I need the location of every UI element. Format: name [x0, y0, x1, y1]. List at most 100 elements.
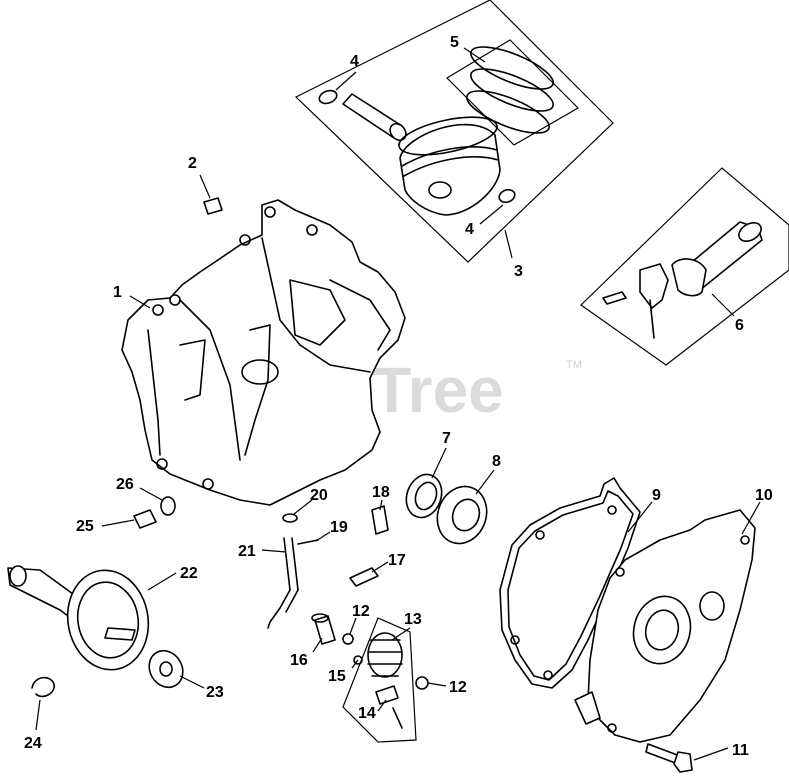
bushing-top: [311, 613, 329, 623]
gasket-hole-d: [543, 670, 553, 680]
callout-19: 19: [330, 519, 348, 536]
rod-cap-bolt: [602, 291, 627, 305]
closure-plate-seal-bore: [644, 609, 680, 651]
callout-24: 24: [24, 735, 42, 752]
closure-bolt-hole-a: [615, 567, 625, 577]
part-22-camshaft: [7, 565, 150, 671]
callout-9: 9: [652, 487, 661, 504]
part-8-ball-bearing: [436, 485, 488, 545]
crankcase-bolt-hole-d: [264, 206, 276, 218]
part-24-clip: [31, 676, 55, 698]
part-18-dowel-pin: [371, 505, 389, 535]
piston-kit-frame: [294, 0, 614, 263]
closure-plate-boss: [699, 591, 725, 621]
crankcase-rib-b: [261, 237, 371, 373]
piston-crown: [398, 116, 498, 156]
callout-11: 11: [732, 742, 749, 759]
crankcase-rib-c: [244, 324, 271, 456]
part-13-governor-assembly: [342, 617, 417, 743]
crankcase-fins: [329, 279, 391, 351]
piston-grooves: [401, 146, 499, 177]
ball-bearing-race: [451, 498, 481, 532]
camshaft-end: [9, 565, 27, 587]
callout-16: 16: [290, 652, 308, 669]
gasket-hole-a: [535, 530, 545, 540]
callout-21: 21: [238, 543, 256, 560]
screw-head: [673, 751, 693, 773]
governor-pin: [353, 655, 363, 665]
callout-numbers: 1 2 3 4 4 5 6 7 8 9 10 11 12 12 13 14 15…: [24, 34, 773, 759]
part-12-washer-b: [415, 676, 429, 690]
callout-4-top: 4: [350, 53, 359, 70]
crankcase-bolt-hole-g: [156, 458, 168, 470]
part-23-shim-hole: [159, 661, 173, 677]
callout-18: 18: [372, 484, 390, 501]
part-11-screw: [645, 743, 693, 773]
piston-kit-group: [294, 0, 614, 263]
part-2-plug: [203, 197, 223, 215]
part-20-washer: [282, 513, 298, 523]
piston-ring-oil: [466, 90, 550, 134]
callout-15: 15: [328, 668, 346, 685]
crankcase-bolt-hole-e: [306, 224, 318, 236]
callout-13: 13: [404, 611, 422, 628]
piston-ring-top: [470, 46, 554, 90]
connecting-rod-big-end: [671, 258, 707, 297]
callout-2: 2: [188, 155, 197, 172]
part-21-cross-shaft: [267, 537, 291, 629]
piston-boss: [428, 181, 452, 199]
callout-23: 23: [206, 684, 224, 701]
callout-8: 8: [492, 453, 501, 470]
connecting-rod-small-end: [738, 222, 762, 242]
callout-4-bottom: 4: [465, 221, 474, 238]
crankcase-bolt-hole-f: [202, 478, 214, 490]
callout-10: 10: [755, 487, 773, 504]
closure-bolt-hole-b: [740, 535, 750, 545]
callout-25: 25: [76, 518, 94, 535]
callout-12-lower: 12: [449, 679, 467, 696]
crankcase-rib-a: [179, 299, 241, 461]
callout-5: 5: [450, 34, 459, 51]
piston-pin-end: [389, 122, 407, 142]
part-26-seal: [160, 496, 176, 516]
connecting-rod-cap: [639, 263, 669, 309]
closure-plate-bore: [632, 595, 692, 665]
part-17-dowel-pin: [349, 567, 379, 587]
crankcase-web: [179, 339, 206, 401]
gasket-inner: [507, 490, 634, 681]
oil-dipper: [649, 299, 655, 339]
callout-17: 17: [388, 552, 406, 569]
callout-6: 6: [735, 317, 744, 334]
part-9-gasket: [499, 477, 641, 689]
part-7-oil-seal: [405, 473, 443, 519]
part-10-closure-plate: [574, 509, 756, 743]
governor-gear-teeth: [367, 639, 403, 677]
connecting-rod-group: [580, 167, 789, 366]
cam-gear-teeth-ring: [76, 581, 140, 659]
closure-plate-body: [587, 509, 756, 743]
governor-frame: [342, 617, 417, 743]
crankcase-body: [121, 199, 406, 506]
governor-shaft: [392, 707, 403, 729]
connecting-rod-frame: [580, 167, 789, 366]
piston-ring-frame: [446, 39, 579, 146]
callout-1: 1: [113, 284, 122, 301]
pin-retainer-clip-a: [318, 89, 338, 105]
crankcase-bolt-hole-a: [152, 304, 164, 316]
camshaft-stub: [104, 627, 136, 641]
pipe-plug: [203, 197, 223, 215]
piston-ring-middle: [470, 68, 554, 112]
part-12-washer-a: [342, 633, 354, 645]
part-16-bushing: [311, 613, 336, 645]
callout-3: 3: [514, 263, 523, 280]
callout-12-upper: 12: [352, 603, 370, 620]
governor-gear: [367, 632, 403, 678]
crankcase-edge-left: [147, 329, 161, 456]
gasket-outline: [499, 477, 641, 689]
gasket-hole-b: [607, 505, 617, 515]
watermark-trademark: TM: [566, 359, 582, 371]
pin-retainer-clip-b: [498, 188, 516, 204]
leader-lines: [35, 47, 761, 761]
gasket-hole-c: [510, 635, 520, 645]
